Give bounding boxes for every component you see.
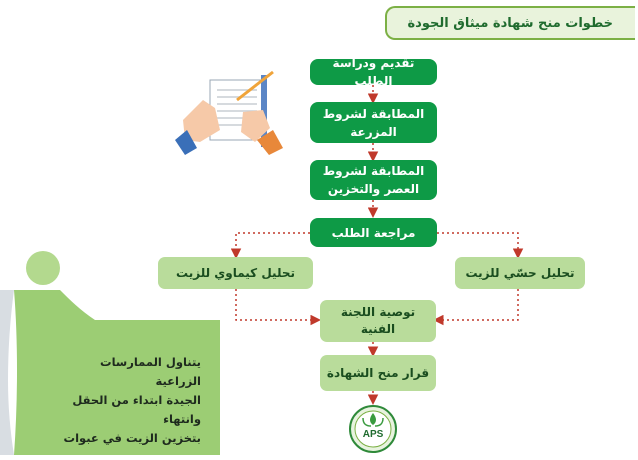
step-sensory-analysis-label: تحليل حسّي للزيت [465, 265, 575, 280]
step-review-request-label: مراجعة الطلب [331, 225, 416, 240]
step-farm-conformity-label: المطابقة لشروط المزرعة [322, 106, 425, 139]
svg-text:APS: APS [363, 429, 384, 440]
practices-note-line-1: يتناول الممارسات الزراعية [100, 355, 201, 388]
hands-paper-illustration [175, 70, 283, 155]
arrow-chem-5 [235, 289, 321, 326]
arrow-sens-5 [433, 289, 519, 326]
step-committee-recommendation-label: توصية اللجنة الفنية [340, 305, 416, 336]
step-sensory-analysis: تحليل حسّي للزيت [455, 257, 585, 289]
arrow-4-sens [437, 232, 524, 259]
step-submit-request: تقديم ودراسة الطلب [310, 56, 437, 88]
step-review-request: مراجعة الطلب [310, 218, 437, 247]
step-chemical-analysis-label: تحليل كيماوي للزيت [176, 265, 295, 280]
step-press-storage-label: المطابقة لشروط العصر والتخزين [322, 164, 425, 196]
title-banner: خطوات منح شهادة ميثاق الجودة [385, 6, 635, 40]
step-submit-request-label: تقديم ودراسة الطلب [332, 56, 415, 88]
page-title: خطوات منح شهادة ميثاق الجودة [407, 15, 614, 31]
practices-note: يتناول الممارسات الزراعية الجيدة ابتداء … [55, 353, 201, 448]
practices-note-line-2: الجيدة ابتداء من الحقل وانتهاء [72, 393, 201, 426]
step-farm-conformity: المطابقة لشروط المزرعة [310, 102, 437, 143]
step-chemical-analysis: تحليل كيماوي للزيت [158, 257, 313, 289]
aps-logo: APS [348, 404, 398, 454]
step-certificate-decision-label: قرار منح الشهادة [326, 365, 430, 380]
side-panel-decoration [0, 251, 220, 455]
practices-note-line-3: بتخزين الزيت في عبوات [63, 431, 201, 445]
arrow-4-chem [230, 232, 310, 259]
step-certificate-decision: قرار منح الشهادة [320, 355, 436, 391]
step-committee-recommendation: توصية اللجنة الفنية [320, 300, 436, 342]
step-press-storage-conformity: المطابقة لشروط العصر والتخزين [310, 160, 437, 200]
